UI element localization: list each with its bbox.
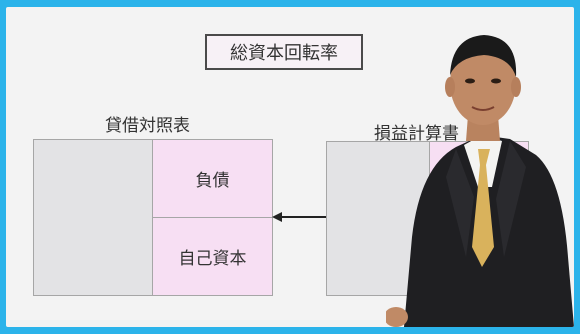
balance-sheet-label: 貸借対照表 xyxy=(105,116,190,136)
video-frame: 総資本回転率 貸借対照表 損益計算書 負債 自己資本 xyxy=(6,7,574,327)
balance-sheet-assets-box xyxy=(33,139,153,296)
equity-label: 自己資本 xyxy=(178,249,247,269)
presenter-figure xyxy=(386,35,574,327)
slide-title: 総資本回転率 xyxy=(205,34,363,70)
liabilities-label: 負債 xyxy=(195,171,230,191)
balance-sheet-liabilities-box: 負債 xyxy=(152,139,273,218)
income-statement-label: 損益計算書 xyxy=(374,124,459,144)
balance-sheet-equity-box: 自己資本 xyxy=(152,217,273,296)
